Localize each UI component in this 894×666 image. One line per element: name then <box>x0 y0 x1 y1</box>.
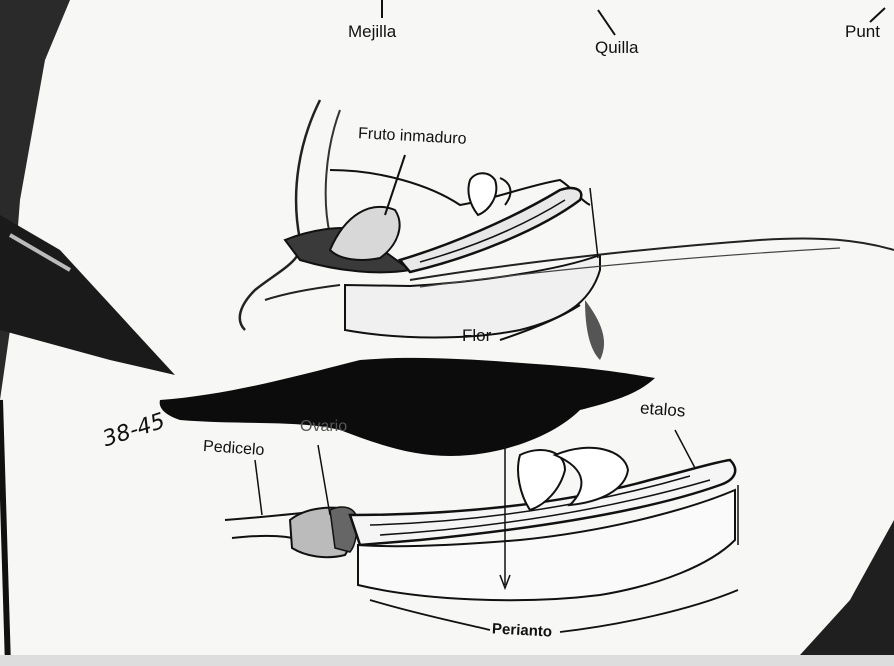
petalos-leader <box>675 430 695 468</box>
mejilla-label: Mejilla <box>348 22 396 42</box>
bottom-edge <box>0 655 894 666</box>
lower-stem-2 <box>232 536 300 540</box>
upper-stem-base <box>265 285 340 300</box>
left-border-line <box>0 400 8 666</box>
quilla-leader <box>598 10 615 35</box>
flor-label: Flor <box>462 326 491 346</box>
quilla-label: Quilla <box>595 38 638 58</box>
upper-stem-inner <box>326 110 340 235</box>
bottom-right-shadow <box>790 520 894 666</box>
upper-arrow-vertical <box>590 188 598 258</box>
ovario-label: Ovario <box>300 418 347 436</box>
upper-wing-2 <box>500 178 510 205</box>
pen-tip <box>0 215 175 375</box>
upper-fruit <box>330 207 400 260</box>
pedicelo-leader <box>255 460 262 515</box>
upper-shadow-right <box>585 300 604 360</box>
punta-label: Punt <box>845 22 880 42</box>
fruto-leader <box>385 155 405 215</box>
petalos-label: etalos <box>639 398 686 421</box>
punta-leader <box>870 8 885 22</box>
ovario-leader <box>318 445 330 515</box>
upper-wing <box>468 173 496 215</box>
perianto-label: Perianto <box>492 620 553 640</box>
